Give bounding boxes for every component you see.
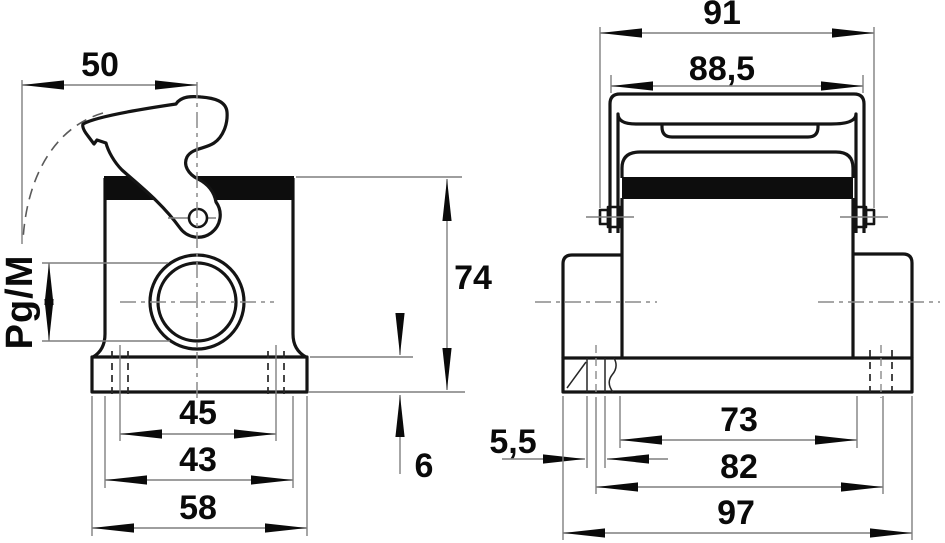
- bail-clamp-inner: [616, 112, 858, 233]
- cable-entry-boss-left: [561, 253, 622, 358]
- hatch-line: [566, 361, 587, 389]
- dim-hole-spacing-front-label: 82: [720, 448, 758, 486]
- dim-height-label: 74: [454, 259, 492, 297]
- dim-pin-width-label: 91: [703, 0, 741, 32]
- locking-lever: [81, 94, 229, 239]
- body-side-left: [92, 178, 107, 359]
- bail-clamp-outer: [608, 92, 866, 233]
- dim-body-width-label: 43: [179, 441, 217, 479]
- dim-bail-width-label: 88,5: [689, 50, 755, 88]
- dim-flange-width-front-label: 97: [717, 494, 755, 532]
- connector-side-view: 50 Pg/M 74 6 45 43 58: [0, 46, 492, 536]
- mounting-flange-side: [90, 355, 309, 394]
- dim-flange-width-label: 58: [179, 489, 217, 527]
- thread-size-label: Pg/M: [0, 255, 41, 350]
- lever-pivot-hole: [187, 207, 209, 229]
- break-line: [608, 357, 617, 393]
- cover-grip-recess: [660, 124, 820, 139]
- lever-swing-arc: [22, 112, 104, 241]
- mounting-flange-front: [561, 356, 914, 394]
- hood-top: [620, 150, 855, 178]
- gasket-band-front: [622, 177, 853, 199]
- dim-lever-swing-label: 50: [81, 46, 119, 84]
- connector-front-view: 91 88,5 5,5 73 82 97: [489, 0, 940, 540]
- body-side-right: [291, 178, 307, 359]
- dim-body-width-front-label: 73: [720, 401, 758, 439]
- cable-entry-boss-right: [853, 252, 914, 358]
- dim-flange-thickness-label: 6: [415, 447, 434, 485]
- dim-slot-width-label: 5,5: [489, 423, 536, 461]
- dim-hole-spacing-label: 45: [179, 394, 217, 432]
